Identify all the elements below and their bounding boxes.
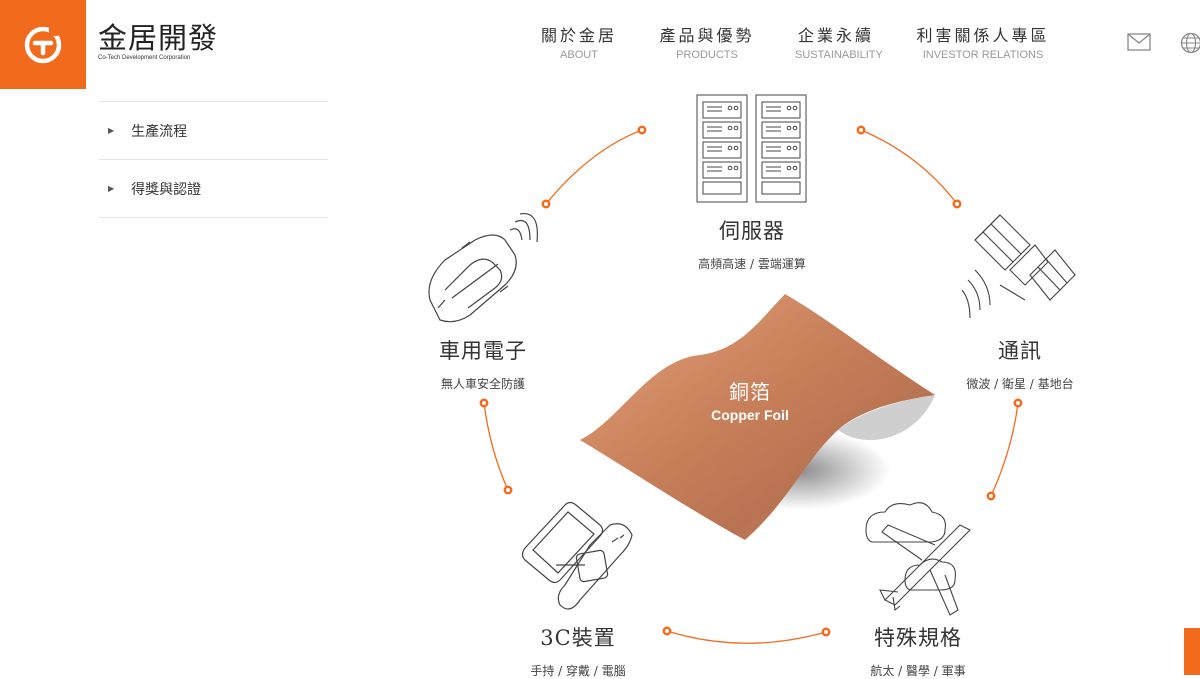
app-title: 3C裝置 [498, 622, 658, 652]
app-server[interactable]: 伺服器 高頻高速 / 雲端運算 [672, 215, 832, 272]
app-title: 特殊規格 [838, 622, 998, 652]
app-telecom[interactable]: 通訊 微波 / 衛星 / 基地台 [945, 335, 1095, 392]
phone-watch-icon [523, 503, 633, 610]
arc-telecom-special [991, 403, 1018, 496]
arc-server-telecom [861, 130, 957, 204]
arc-car-server [546, 130, 642, 204]
app-title: 通訊 [945, 335, 1095, 365]
copper-foil-subtitle: Copper Foil [700, 407, 800, 423]
app-title: 車用電子 [408, 335, 558, 365]
arc-special-3c [667, 631, 826, 643]
app-subtitle: 手持 / 穿戴 / 電腦 [498, 662, 658, 679]
airplane-icon [866, 503, 970, 615]
app-3c-devices[interactable]: 3C裝置 手持 / 穿戴 / 電腦 [498, 622, 658, 679]
app-title: 伺服器 [672, 215, 832, 245]
back-to-top-button[interactable] [1184, 628, 1200, 675]
app-subtitle: 航太 / 醫學 / 軍事 [838, 662, 998, 679]
connected-car-icon [429, 214, 537, 322]
arc-3c-car [484, 403, 508, 490]
app-subtitle: 微波 / 衛星 / 基地台 [945, 375, 1095, 392]
server-rack-icon [697, 95, 806, 202]
app-subtitle: 無人車安全防護 [408, 375, 558, 392]
app-subtitle: 高頻高速 / 雲端運算 [672, 255, 832, 272]
copper-foil-label: 銅箔 Copper Foil [700, 376, 800, 423]
satellite-icon [962, 215, 1075, 318]
app-automotive[interactable]: 車用電子 無人車安全防護 [408, 335, 558, 392]
copper-foil-title: 銅箔 [700, 376, 800, 405]
app-special-spec[interactable]: 特殊規格 航太 / 醫學 / 軍事 [838, 622, 998, 679]
